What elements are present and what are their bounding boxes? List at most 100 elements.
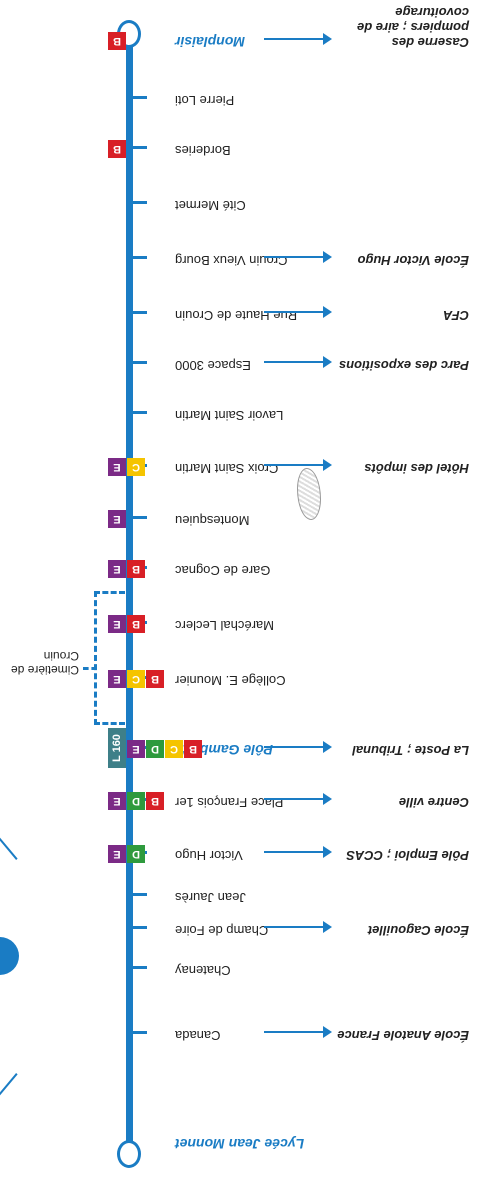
stop-name: Maréchal Leclerc xyxy=(175,618,274,633)
point-of-interest: Centre ville xyxy=(398,795,469,810)
line-badge-c: C xyxy=(165,740,183,758)
cemetery-link xyxy=(94,591,125,725)
stop-name: Gare de Cognac xyxy=(175,563,271,578)
stop-tick xyxy=(133,311,147,314)
connection-badges: B xyxy=(108,32,126,50)
point-of-interest: La Poste ; Tribunal xyxy=(352,743,469,758)
line-badge-d: D xyxy=(127,845,145,863)
stop-name: Cité Mermet xyxy=(175,198,246,213)
stop-name: Lycée Jean Monnet xyxy=(175,1136,305,1152)
stop-name: Jean Jaurès xyxy=(175,890,246,905)
stop-name: Collège E. Mounier xyxy=(175,673,286,688)
stop-tick xyxy=(133,96,147,99)
point-of-interest: Caserne des pompiers ; aire de covoitura… xyxy=(357,5,469,50)
stop: Montesquieu E xyxy=(0,504,489,530)
line-badge-c: C xyxy=(127,458,145,476)
stop-tick xyxy=(133,516,147,519)
stop: Pierre Loti xyxy=(0,84,489,110)
stop: Jean Jaurès xyxy=(0,881,489,907)
line-badge-e: E xyxy=(108,560,126,578)
stop: Chatenay xyxy=(0,954,489,980)
stop-name: Champ de Foire xyxy=(175,923,269,938)
cemetery-branch xyxy=(83,667,97,670)
line-badge-b: B xyxy=(108,140,126,158)
poi-arrow xyxy=(264,798,324,800)
stop-name: Espace 3000 xyxy=(175,358,251,373)
stop-tick xyxy=(133,1031,147,1034)
stop: Cité Mermet xyxy=(0,189,489,215)
point-of-interest: Pôle Emploi ; CCAS xyxy=(346,848,469,863)
stop-tick xyxy=(133,256,147,259)
stop: Espace 3000 Parc des expositions xyxy=(0,349,489,375)
stop-name: Lavoir Saint Martin xyxy=(175,408,284,423)
stop-name: Montesquieu xyxy=(175,513,250,528)
stop-name: Croix Saint Martin xyxy=(175,461,279,476)
stop-name: Canada xyxy=(175,1028,221,1043)
stop-name: Monplaisir xyxy=(175,34,246,50)
stop-tick xyxy=(133,361,147,364)
stop-name: Borderies xyxy=(175,143,231,158)
stop-tick xyxy=(133,411,147,414)
line-badge-b: B xyxy=(146,670,164,688)
point-of-interest: Hôtel des impôts xyxy=(364,461,469,476)
stop: Monplaisir B Caserne des pompiers ; aire d… xyxy=(0,5,489,52)
stop-tick xyxy=(133,146,147,149)
line-badge-e: E xyxy=(108,792,126,810)
point-of-interest: Parc des expositions xyxy=(338,358,469,373)
connection-badges: E xyxy=(108,510,126,528)
poi-arrow xyxy=(264,38,324,40)
poi-arrow xyxy=(264,746,324,748)
line-badge-b: B xyxy=(184,740,202,758)
line-badge-e: E xyxy=(108,510,126,528)
poi-arrow xyxy=(264,1031,324,1033)
stop: Champ de Foire École Cagouillet xyxy=(0,914,489,940)
point-of-interest: CFA xyxy=(443,308,469,323)
line-badge-e: E xyxy=(108,458,126,476)
stop: Lavoir Saint Martin xyxy=(0,399,489,425)
stop-name: Pierre Loti xyxy=(175,93,235,108)
line-badge-c: C xyxy=(127,670,145,688)
poi-arrow xyxy=(264,311,324,313)
line-badge-e: E xyxy=(127,740,145,758)
poi-arrow xyxy=(264,851,324,853)
stop-name: Victor Hugo xyxy=(175,848,243,863)
line-badge-b: B xyxy=(146,792,164,810)
poi-arrow xyxy=(264,361,324,363)
line-badge-e: E xyxy=(108,845,126,863)
point-of-interest: École Victor Hugo xyxy=(357,253,469,268)
cemetery-label: Cimetière de Crouin xyxy=(10,649,79,677)
poi-arrow xyxy=(264,464,324,466)
poi-arrow xyxy=(264,256,324,258)
line-badge-d: D xyxy=(127,792,145,810)
line-badge-l160: L 160 xyxy=(108,728,126,768)
stop: Borderies B xyxy=(0,134,489,160)
point-of-interest: École Cagouillet xyxy=(367,923,469,938)
stop-tick xyxy=(133,201,147,204)
line-badge-b: B xyxy=(127,615,145,633)
decorative-line-1 xyxy=(0,1073,18,1105)
line-badge-d: D xyxy=(146,740,164,758)
connection-badges: B xyxy=(108,140,126,158)
stop-tick xyxy=(133,893,147,896)
stop-name: Chatenay xyxy=(175,963,231,978)
stop-tick xyxy=(133,966,147,969)
line-badge-b: B xyxy=(108,32,126,50)
line-badge-b: B xyxy=(127,560,145,578)
stop: Lycée Jean Monnet xyxy=(0,1134,489,1160)
poi-arrow xyxy=(264,926,324,928)
